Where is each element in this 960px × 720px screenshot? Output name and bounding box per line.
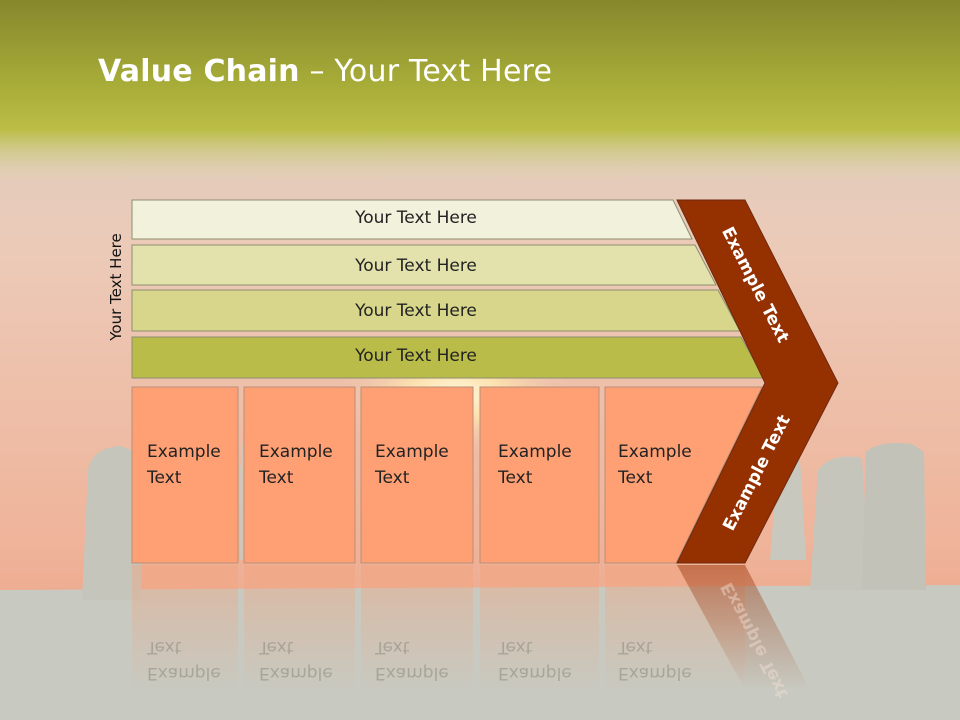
side-label: Your Text Here (107, 233, 125, 341)
row-label-3: Your Text Here (355, 301, 477, 321)
title-bold: Value Chain (98, 54, 300, 89)
box-3 (360, 386, 474, 564)
row-bar-2 (131, 244, 717, 286)
slide-title: Value Chain – Your Text Here (98, 54, 552, 89)
box-2 (243, 386, 356, 564)
row-bar-1 (131, 199, 693, 240)
box-5-line2: Text (618, 468, 653, 488)
row-label-1: Your Text Here (355, 208, 477, 228)
box-3-refl-line2: Text (375, 637, 410, 657)
box-5-refl-line1: Example (618, 663, 692, 683)
box-1-reflection: Example Text (147, 634, 237, 686)
chevron-arrow (676, 199, 839, 564)
box-2-refl-line1: Example (259, 663, 333, 683)
box-1-line2: Text (147, 468, 182, 488)
box-5-line1: Example (618, 442, 692, 462)
box-1-line1: Example (147, 442, 221, 462)
box-1-refl-line2: Text (147, 637, 182, 657)
title-rest: – Your Text Here (299, 54, 553, 89)
box-5 (604, 386, 763, 564)
box-5-refl-line2: Text (618, 637, 653, 657)
box-2-refl-line2: Text (259, 637, 294, 657)
box-2-reflection: Example Text (259, 634, 349, 686)
box-3-reflection: Example Text (375, 634, 465, 686)
box-2-line2: Text (259, 468, 294, 488)
box-4-refl-line1: Example (498, 663, 572, 683)
box-4 (479, 386, 600, 564)
box-4-reflection: Example Text (498, 634, 588, 686)
row-label-4: Your Text Here (355, 346, 477, 366)
box-5-reflection: Example Text (618, 634, 708, 686)
box-4-refl-line2: Text (498, 637, 533, 657)
box-4-line1: Example (498, 442, 572, 462)
box-3-refl-line1: Example (375, 663, 449, 683)
box-3-line1: Example (375, 442, 449, 462)
box-1-refl-line1: Example (147, 663, 221, 683)
row-label-2: Your Text Here (355, 256, 477, 276)
box-1 (131, 386, 239, 564)
box-4-line2: Text (498, 468, 533, 488)
box-3-line2: Text (375, 468, 410, 488)
box-2-line1: Example (259, 442, 333, 462)
